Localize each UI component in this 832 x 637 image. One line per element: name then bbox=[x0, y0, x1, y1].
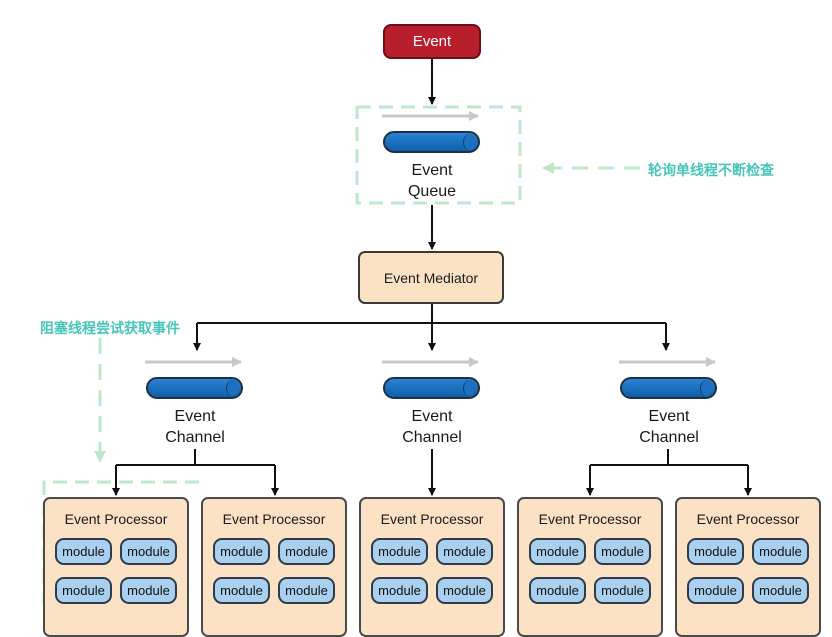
module-box: module bbox=[594, 538, 651, 565]
module-box: module bbox=[687, 538, 744, 565]
event-channel-pipe-1 bbox=[146, 377, 243, 399]
channel-line1: Event bbox=[174, 408, 216, 425]
module-box: module bbox=[371, 577, 428, 604]
blocking-annotation: 阻塞线程尝试获取事件 bbox=[40, 321, 180, 337]
module-box: module bbox=[278, 538, 335, 565]
module-box: module bbox=[120, 538, 177, 565]
event-mediator-node: Event Mediator bbox=[358, 251, 504, 304]
event-label: Event bbox=[412, 33, 452, 50]
module-box: module bbox=[371, 538, 428, 565]
module-box: module bbox=[278, 577, 335, 604]
module-box: module bbox=[55, 538, 112, 565]
event-channel-label-2: Event Channel bbox=[372, 406, 492, 448]
event-channel-pipe-3 bbox=[620, 377, 717, 399]
event-queue-line1: Event bbox=[411, 162, 453, 179]
event-queue-pipe bbox=[383, 131, 480, 153]
channel-line2: Channel bbox=[402, 429, 462, 446]
processor-title: Event Processor bbox=[538, 511, 642, 527]
module-box: module bbox=[436, 577, 493, 604]
module-box: module bbox=[55, 577, 112, 604]
event-processor-5: Event Processor module module module mod… bbox=[675, 497, 821, 637]
processor-highlight-frame bbox=[42, 480, 200, 605]
event-channel-pipe-2 bbox=[383, 377, 480, 399]
polling-annotation: 轮询单线程不断检查 bbox=[648, 163, 774, 179]
module-box: module bbox=[752, 538, 809, 565]
event-queue-line2: Queue bbox=[407, 183, 457, 200]
module-box: module bbox=[213, 577, 270, 604]
queue-highlight-frame bbox=[355, 105, 522, 205]
module-box: module bbox=[436, 538, 493, 565]
event-channel-label-1: Event Channel bbox=[135, 406, 255, 448]
event-processor-4: Event Processor module module module mod… bbox=[517, 497, 663, 637]
channel-line2: Channel bbox=[165, 429, 225, 446]
diagram-connectors bbox=[42, 59, 752, 605]
event-node: Event bbox=[383, 24, 481, 59]
channel-line1: Event bbox=[648, 408, 690, 425]
event-queue-label: Event Queue bbox=[372, 160, 492, 202]
event-processor-1: Event Processor module module module mod… bbox=[43, 497, 189, 637]
mediator-label: Event Mediator bbox=[383, 269, 479, 286]
module-box: module bbox=[529, 577, 586, 604]
module-box: module bbox=[687, 577, 744, 604]
processor-title: Event Processor bbox=[64, 511, 168, 527]
module-box: module bbox=[529, 538, 586, 565]
channel-line1: Event bbox=[411, 408, 453, 425]
event-channel-label-3: Event Channel bbox=[609, 406, 729, 448]
module-box: module bbox=[594, 577, 651, 604]
processor-title: Event Processor bbox=[380, 511, 484, 527]
event-processor-2: Event Processor module module module mod… bbox=[201, 497, 347, 637]
processor-title: Event Processor bbox=[696, 511, 800, 527]
module-box: module bbox=[752, 577, 809, 604]
channel-line2: Channel bbox=[639, 429, 699, 446]
event-processor-3: Event Processor module module module mod… bbox=[359, 497, 505, 637]
processor-title: Event Processor bbox=[222, 511, 326, 527]
module-box: module bbox=[213, 538, 270, 565]
module-box: module bbox=[120, 577, 177, 604]
